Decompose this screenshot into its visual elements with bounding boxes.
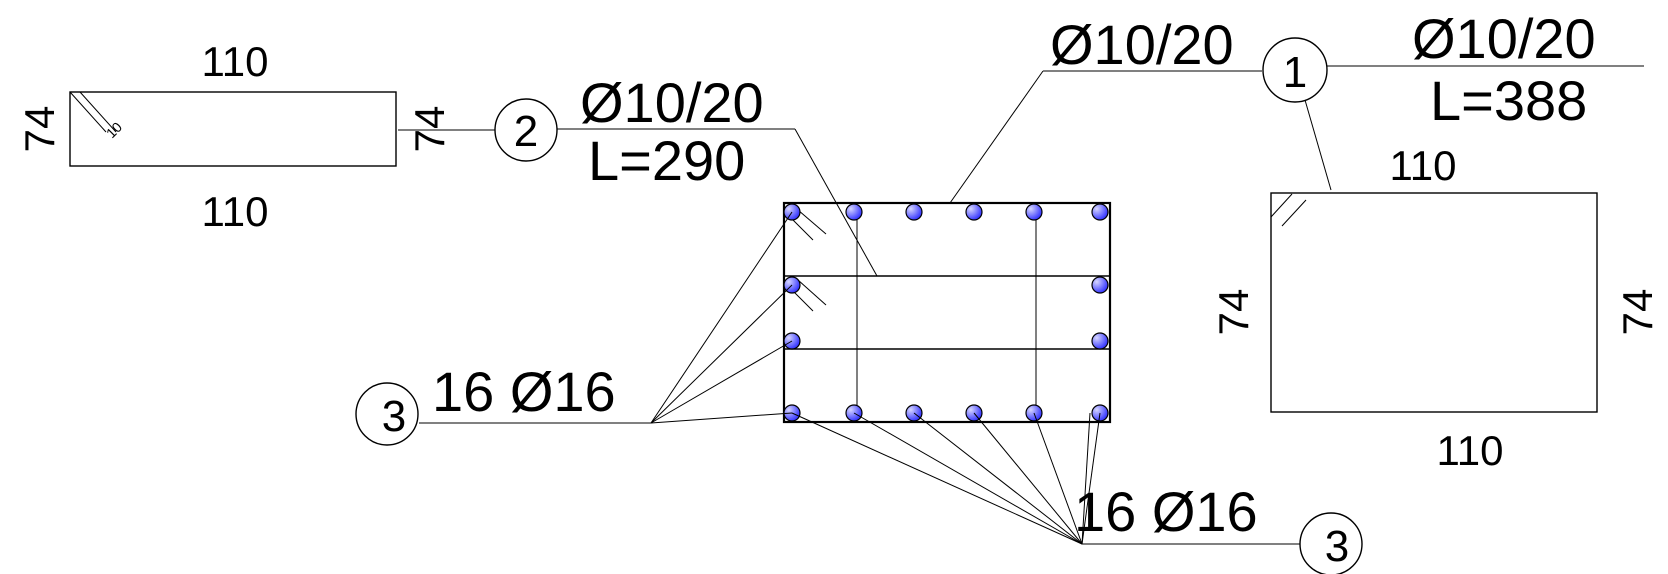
stirrup-2-spec: Ø10/20: [580, 71, 764, 134]
leader-line: [1304, 99, 1332, 191]
stirrup-2-dim-right: 74: [406, 106, 453, 153]
stirrup-1-length: L=388: [1430, 69, 1587, 132]
stirrup-1-dim-left: 74: [1210, 289, 1257, 336]
stirrup-1-spec-left: Ø10/20: [1050, 13, 1234, 76]
bars-spec-right: 16 Ø16: [1074, 480, 1258, 543]
leader-line: [1081, 412, 1101, 545]
stirrup-2-dim-left: 74: [16, 106, 63, 153]
stirrup-1-outline: [1270, 192, 1598, 413]
stirrup-2-hook: [69, 91, 107, 133]
longitudinal-bars: [783, 203, 1109, 422]
stirrup-2-hook: [79, 91, 117, 133]
stirrup-2-mark: 2: [514, 107, 538, 156]
rebar-dot: [1091, 276, 1109, 294]
stirrup-1-callout: Ø10/20 1 Ø10/20 L=388: [949, 7, 1644, 204]
stirrup-1-hook: [1270, 193, 1293, 218]
bars-callout-right: 3 16 Ø16: [791, 412, 1363, 574]
leader-line: [1033, 412, 1083, 545]
mark-circle: [1262, 37, 1328, 103]
rebar-dot: [1025, 203, 1043, 221]
stirrup-hook: [797, 209, 827, 235]
bar-leaders-right: [791, 412, 1101, 545]
leader-line: [949, 70, 1044, 204]
stirrup-1-shape: 110 110 74 74: [1210, 142, 1661, 474]
mark-circle: [355, 382, 419, 446]
bars-mark-right: 3: [1325, 522, 1349, 571]
stirrup-2-outline: [69, 91, 397, 167]
stirrup-1-mark: 1: [1283, 48, 1307, 97]
stirrup-1-dim-right: 74: [1614, 289, 1661, 336]
leader-line: [853, 412, 1083, 545]
stirrup-2-shape: 10 110 110 74 74: [16, 38, 453, 235]
leader-line: [791, 412, 1083, 545]
leader-line: [650, 340, 793, 424]
stirrup-2-dim-top: 110: [202, 38, 269, 85]
stirrup-1-dim-bottom: 110: [1437, 427, 1504, 474]
stirrup-1-dim-top: 110: [1390, 142, 1457, 189]
leader-line: [650, 412, 793, 424]
leader-line: [973, 412, 1083, 545]
bars-spec-left: 16 Ø16: [432, 360, 616, 423]
stirrup-2-dim-bottom: 110: [202, 188, 269, 235]
cross-section: [782, 201, 1112, 424]
stirrup-2-hook-length: 10: [103, 119, 125, 141]
rebar-dot: [1091, 332, 1109, 350]
rebar-dot: [965, 203, 983, 221]
leader-line: [1081, 412, 1091, 545]
stirrup-1-spec-right: Ø10/20: [1412, 7, 1596, 70]
rebar-dot: [1091, 203, 1109, 221]
stirrup-hook: [797, 279, 827, 306]
leader-line: [913, 412, 1083, 545]
mark-circle: [494, 98, 558, 162]
stirrup-2-length: L=290: [588, 129, 745, 192]
leader-line: [650, 284, 793, 424]
rebar-dot: [905, 203, 923, 221]
mark-circle: [1299, 512, 1363, 574]
bars-mark-left: 3: [382, 392, 406, 441]
section-outline: [782, 201, 1112, 424]
bars-callout-left: 3 16 Ø16: [355, 211, 793, 446]
stirrup-2-callout: 2 Ø10/20 L=290: [398, 71, 878, 277]
rebar-dot: [845, 203, 863, 221]
leader-line: [650, 211, 793, 424]
bar-leaders-left: [650, 211, 793, 424]
stirrup-1-hook: [1281, 199, 1307, 227]
